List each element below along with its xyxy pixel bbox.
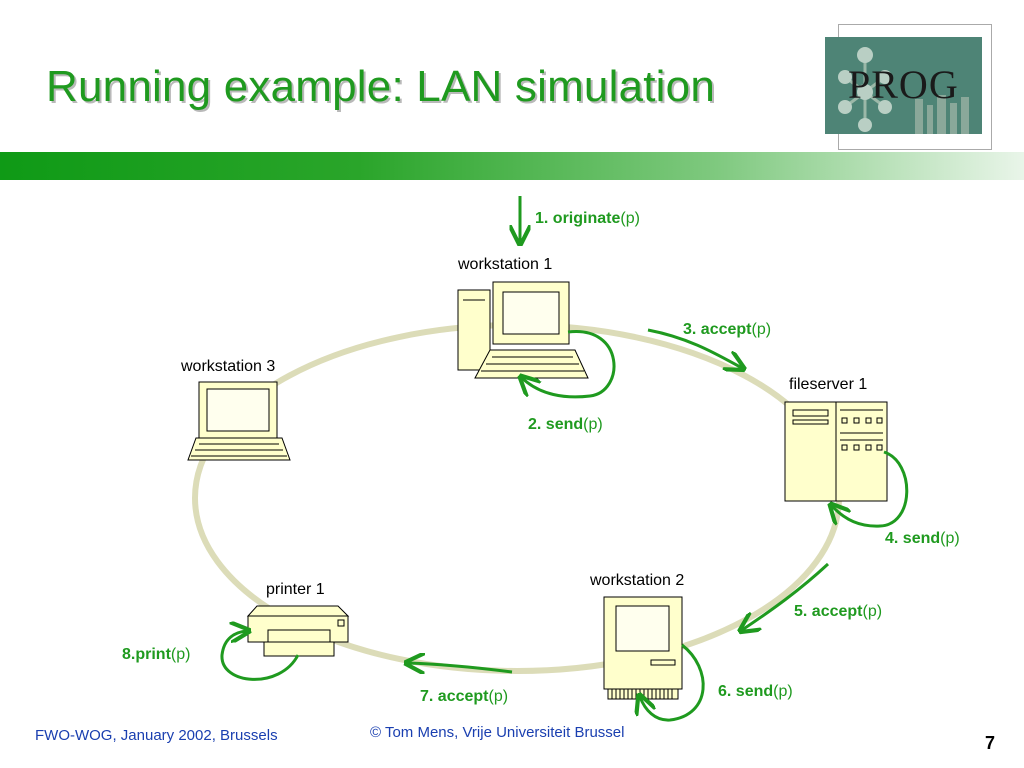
arrow-print-8: [220, 631, 300, 681]
printer-1-icon: [246, 605, 350, 657]
step-1-label: 1. originate(p): [535, 210, 640, 227]
footer-left: FWO-WOG, January 2002, Brussels: [35, 727, 278, 744]
printer-1-label: printer 1: [266, 581, 325, 598]
step-7-label: 7. accept(p): [420, 688, 509, 705]
step-5-label: 5. accept(p): [794, 603, 883, 620]
step-4-label: 4. send(p): [885, 530, 960, 547]
workstation-1-icon: [457, 281, 589, 379]
step-2-label: 2. send(p): [528, 416, 603, 433]
fileserver-1-icon: [784, 401, 888, 502]
logo-text: PROG: [848, 62, 959, 107]
workstation-1-label: workstation 1: [458, 256, 553, 273]
step-6-label: 6. send(p): [718, 683, 793, 700]
title-bar: [0, 152, 1024, 180]
workstation-2-icon: [603, 596, 683, 700]
step-3-label: 3. accept(p): [683, 321, 772, 338]
workstation-3-label: workstation 3: [181, 358, 276, 375]
arrow-send-4: [832, 450, 909, 528]
arrow-send-6: [640, 643, 705, 722]
arrow-accept-7: [408, 663, 513, 672]
arrow-accept-5: [742, 562, 830, 630]
page-number: 7: [985, 733, 996, 753]
fileserver-1-label: fileserver 1: [789, 376, 868, 393]
slide-title: Running example: LAN simulation: [46, 62, 715, 111]
arrow-send-2: [522, 330, 616, 399]
workstation-3-icon: [187, 381, 291, 461]
workstation-2-label: workstation 2: [590, 572, 685, 589]
footer-copyright: © Tom Mens, Vrije Universiteit Brussel: [370, 724, 625, 741]
atomium-graphic: [838, 47, 969, 134]
step-8-label: 8.print(p): [122, 646, 191, 663]
arrow-accept-3: [647, 328, 742, 368]
prog-logo: PROG: [825, 37, 982, 134]
